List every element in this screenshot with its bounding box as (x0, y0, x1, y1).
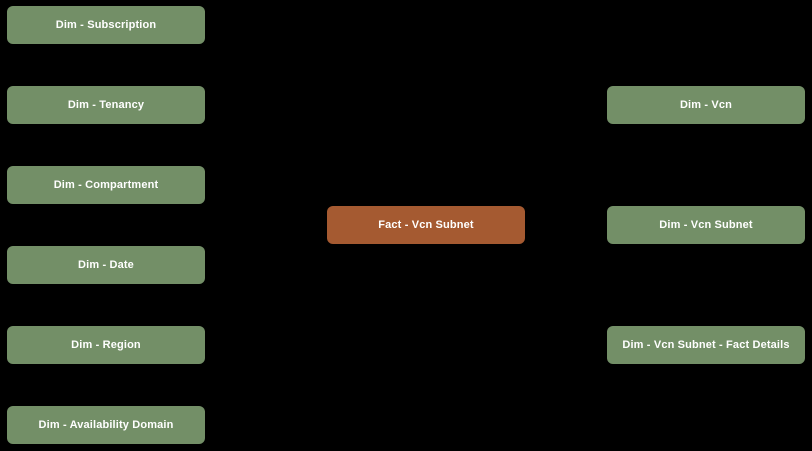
node-label: Dim - Availability Domain (38, 418, 174, 431)
node-dim-tenancy[interactable]: Dim - Tenancy (7, 86, 205, 124)
node-label: Fact - Vcn Subnet (378, 218, 474, 231)
node-dim-region[interactable]: Dim - Region (7, 326, 205, 364)
node-dim-vcn[interactable]: Dim - Vcn (607, 86, 805, 124)
node-label: Dim - Date (78, 258, 134, 271)
node-fact-vcn-subnet[interactable]: Fact - Vcn Subnet (327, 206, 525, 244)
node-dim-vcn-subnet[interactable]: Dim - Vcn Subnet (607, 206, 805, 244)
node-dim-date[interactable]: Dim - Date (7, 246, 205, 284)
node-dim-availability-domain[interactable]: Dim - Availability Domain (7, 406, 205, 444)
node-label: Dim - Vcn Subnet (659, 218, 753, 231)
node-dim-compartment[interactable]: Dim - Compartment (7, 166, 205, 204)
node-label: Dim - Vcn (679, 98, 733, 111)
node-label: Dim - Compartment (53, 178, 159, 191)
node-label: Dim - Region (71, 338, 141, 351)
node-label: Dim - Subscription (55, 18, 157, 31)
node-label: Dim - Vcn Subnet - Fact Details (622, 338, 790, 351)
node-dim-subscription[interactable]: Dim - Subscription (7, 6, 205, 44)
node-label: Dim - Tenancy (67, 98, 145, 111)
node-dim-vcn-subnet-fact-details[interactable]: Dim - Vcn Subnet - Fact Details (607, 326, 805, 364)
